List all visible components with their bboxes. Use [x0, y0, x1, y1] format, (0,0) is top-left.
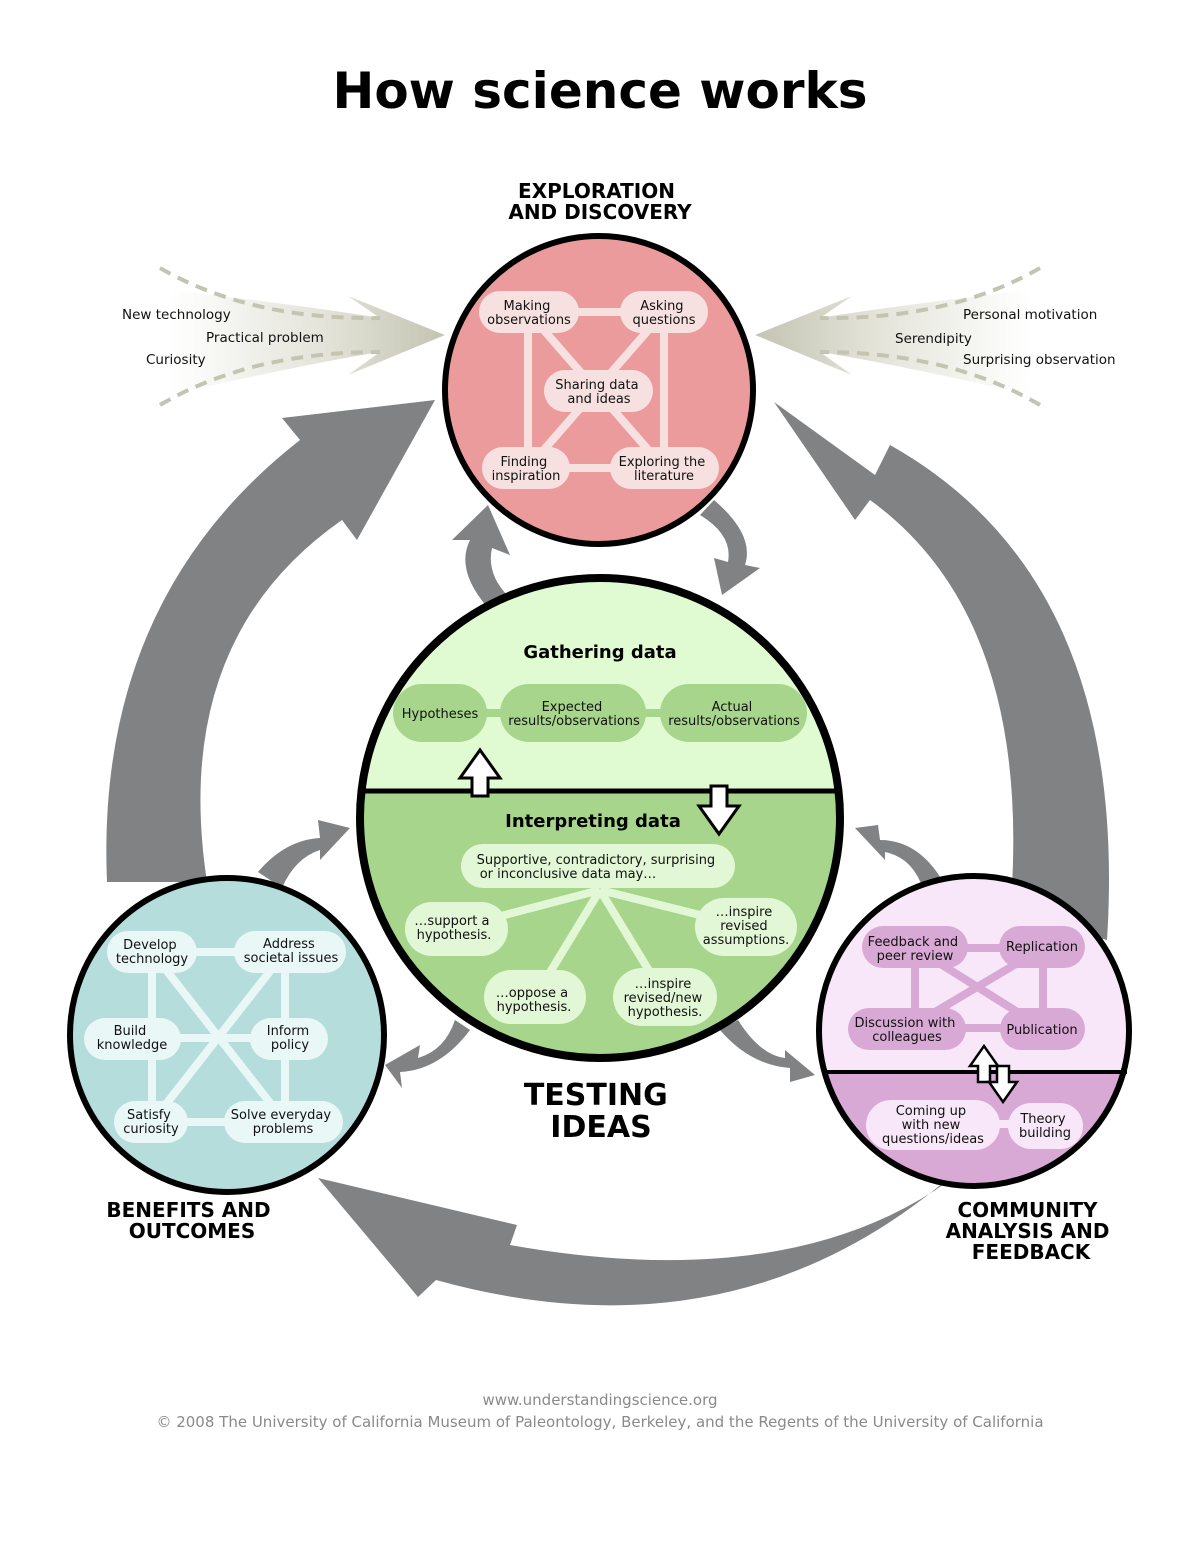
arrow-testing-to-exploration [452, 505, 510, 608]
gathering-data-title: Gathering data [523, 642, 676, 663]
arrow-testing-to-community [720, 1020, 815, 1082]
input-curiosity: Curiosity [146, 352, 206, 368]
exploration-circle: Making observations Asking questions Sha… [442, 233, 756, 547]
node-finding-inspiration: Finding inspiration [492, 455, 561, 484]
node-exploring-literature: Exploring the literature [619, 455, 710, 484]
node-discussion-colleagues: Discussion with colleagues [855, 1016, 960, 1045]
input-personal-motivation: Personal motivation [963, 307, 1097, 323]
node-sharing-data: Sharing data and ideas [555, 378, 642, 407]
node-hypotheses: Hypotheses [402, 707, 479, 722]
arrow-down-to-interpreting [696, 784, 742, 837]
node-satisfy-curiosity: Satisfy curiosity [123, 1108, 179, 1137]
node-data-may: Supportive, contradictory, surprising or… [477, 853, 720, 882]
arrow-benefits-to-exploration [106, 400, 435, 882]
node-build-knowledge: Build knowledge [97, 1024, 167, 1053]
node-inspire-assumptions: …inspire revised assumptions. [703, 905, 789, 948]
node-new-questions-ideas: Coming up with new questions/ideas [882, 1104, 984, 1147]
node-making-observations: Making observations [487, 299, 571, 328]
node-theory-building: Theory building [1019, 1112, 1071, 1141]
right-input-arrow [755, 266, 1042, 407]
benefits-circle: Develop technology Address societal issu… [67, 875, 387, 1195]
node-expected-results: Expected results/observations [508, 700, 640, 729]
footer-url: www.understandingscience.org [482, 1391, 717, 1409]
community-heading: COMMUNITY ANALYSIS AND FEEDBACK [946, 1198, 1117, 1264]
node-publication: Publication [1006, 1023, 1077, 1038]
arrow-community-to-benefits [318, 1140, 990, 1306]
input-surprising-observation: Surprising observation [963, 352, 1116, 368]
input-practical-problem: Practical problem [206, 330, 324, 346]
left-input-arrow [158, 266, 445, 407]
arrow-down-to-community-bottom [986, 1064, 1020, 1105]
node-actual-results: Actual results/observations [668, 700, 800, 729]
footer-copyright: © 2008 The University of California Muse… [156, 1413, 1043, 1431]
community-circle: Feedback and peer review Replication Dis… [816, 873, 1132, 1189]
node-replication: Replication [1006, 940, 1078, 955]
exploration-heading: EXPLORATION AND DISCOVERY [508, 179, 692, 224]
node-address-societal-issues: Address societal issues [244, 937, 339, 966]
input-new-technology: New technology [122, 307, 231, 323]
node-oppose-hypothesis: …oppose a hypothesis. [496, 986, 572, 1015]
arrow-benefits-to-testing [258, 820, 350, 888]
node-inspire-hypothesis: …inspire revised/new hypothesis. [624, 977, 707, 1020]
node-support-hypothesis: …support a hypothesis. [414, 914, 493, 943]
arrow-community-to-testing [855, 825, 945, 895]
arrow-exploration-to-testing [700, 500, 760, 595]
node-develop-technology: Develop technology [116, 938, 188, 967]
cycle-arrows [106, 400, 1110, 1306]
arrow-testing-to-benefits [385, 1020, 470, 1088]
page-title: How science works [332, 62, 867, 120]
testing-heading: TESTING IDEAS [524, 1078, 678, 1145]
node-inform-policy: Inform policy [267, 1024, 314, 1053]
arrow-up-to-community-top [967, 1043, 1001, 1084]
node-asking-questions: Asking questions [633, 299, 696, 328]
input-serendipity: Serendipity [895, 331, 972, 347]
node-feedback-peer-review: Feedback and peer review [868, 935, 963, 964]
node-solve-everyday-problems: Solve everyday problems [231, 1108, 335, 1137]
arrow-community-to-exploration [774, 402, 1110, 940]
interpreting-data-title: Interpreting data [505, 811, 681, 832]
arrow-up-to-gathering [457, 747, 503, 798]
benefits-heading: BENEFITS AND OUTCOMES [106, 1198, 277, 1243]
testing-circle: Gathering data Hypotheses Expected resul… [356, 574, 844, 1062]
